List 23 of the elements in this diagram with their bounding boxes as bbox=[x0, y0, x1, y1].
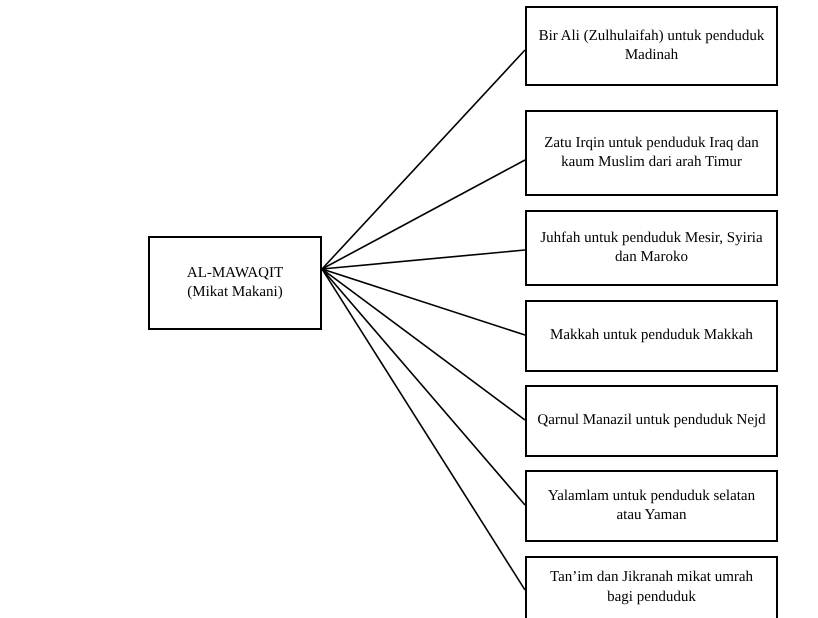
mikat-box bbox=[525, 470, 778, 542]
description-text: Qarnul Manazil untuk penduduk Nejd bbox=[537, 411, 766, 430]
connector-line bbox=[322, 268, 526, 421]
connector-line bbox=[322, 159, 526, 270]
mikat-box bbox=[525, 6, 778, 86]
connector-line bbox=[321, 49, 526, 270]
mikat-box bbox=[525, 556, 778, 618]
title-text: AL-MAWAQIT bbox=[186, 264, 284, 282]
subtitle-text: (Mikat Makani) bbox=[187, 283, 283, 302]
description-text: Bir Ali (Zulhulaifah) untuk penduduk Madinah bbox=[538, 26, 766, 65]
description-text: Juhfah untuk penduduk Mesir, Syiria dan Maroko bbox=[539, 228, 764, 267]
description-text: Tan’im dan Jikranah mikat umrah bagi penduduk bbox=[548, 568, 754, 606]
mikat-box bbox=[525, 110, 778, 196]
connector-line bbox=[321, 268, 526, 590]
connector-line bbox=[322, 249, 526, 270]
mikat-box bbox=[525, 300, 778, 372]
description-text: Makkah untuk penduduk Makkah bbox=[550, 326, 753, 346]
connector-line bbox=[322, 268, 526, 336]
description-text: Zatu Irqin untuk penduduk Iraq dan kaum Muslim dari arah Timur bbox=[543, 134, 760, 172]
mikat-box bbox=[525, 385, 778, 457]
mikat-box bbox=[525, 210, 778, 286]
main-box bbox=[148, 236, 322, 330]
description-text: Yalamlam untuk penduduk selatan atau Yaman bbox=[546, 486, 756, 525]
